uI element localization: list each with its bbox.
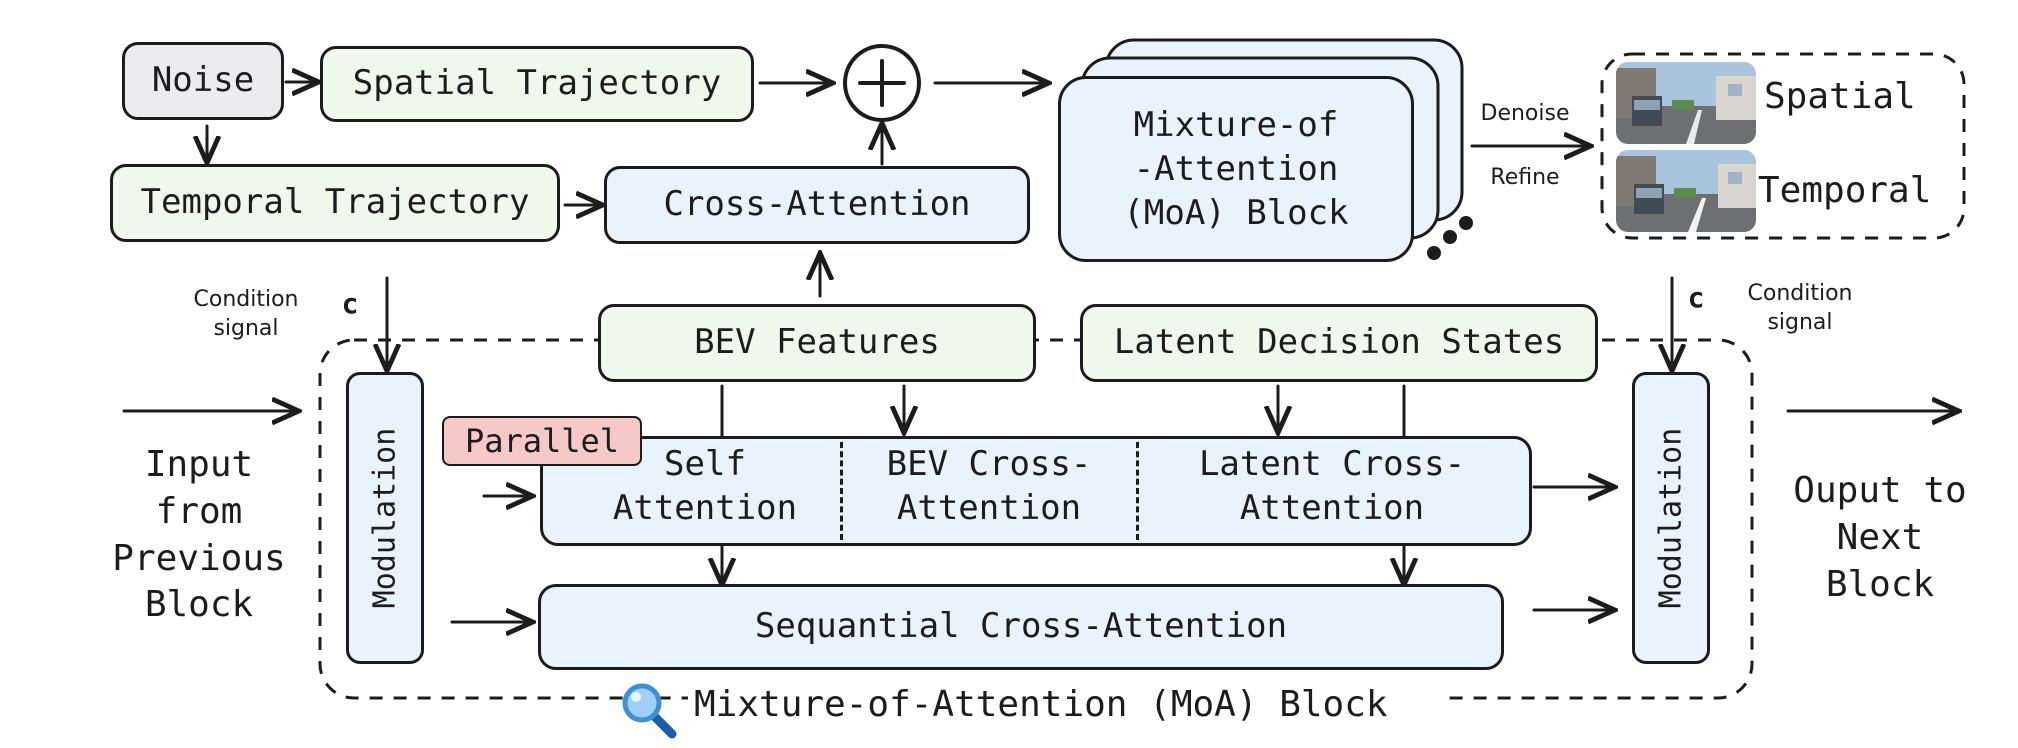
output-spatial-label: Spatial <box>1764 76 1916 117</box>
input-label: Input from Previous Block <box>112 444 286 626</box>
cross-attention-box: Cross-Attention <box>604 166 1030 244</box>
left-condition-symbol: c <box>341 287 359 320</box>
temporal-trajectory-box: Temporal Trajectory <box>110 164 560 242</box>
latent-decision-states-label: Latent Decision States <box>1113 322 1565 363</box>
ellipsis-dots-icon <box>1427 216 1473 260</box>
sequential-cross-attention-label: Sequantial Cross-Attention <box>754 606 1288 647</box>
right-condition-symbol: c <box>1687 281 1705 314</box>
self-attention-label: Self Attention <box>612 444 798 529</box>
spatial-output-image <box>1616 62 1756 144</box>
left-condition-label: Condition signal <box>193 287 299 341</box>
temporal-trajectory-label: Temporal Trajectory <box>140 182 530 223</box>
moa-block-outline <box>318 338 1754 700</box>
bev-features-label: BEV Features <box>694 322 940 363</box>
denoise-label: Denoise <box>1480 101 1570 126</box>
latent-decision-states-box: Latent Decision States <box>1080 304 1598 382</box>
plus-circle-icon <box>843 44 921 122</box>
bev-cross-attention-label: BEV Cross- Attention <box>886 444 1092 529</box>
magnifier-icon <box>622 683 677 739</box>
parallel-tag: Parallel <box>442 416 642 466</box>
right-modulation-label: Modulation <box>1653 427 1689 609</box>
refine-label: Refine <box>1490 165 1560 190</box>
sequential-cross-attention-box: Sequantial Cross-Attention <box>538 584 1504 670</box>
latent-cross-attention-label: Latent Cross- Attention <box>1198 444 1466 529</box>
noise-label: Noise <box>151 60 255 101</box>
spatial-trajectory-box: Spatial Trajectory <box>320 46 754 122</box>
moa-block-caption: Mixture-of-Attention (MoA) Block <box>688 682 1440 729</box>
left-modulation-box <box>346 372 424 664</box>
output-label: Ouput to Next Block <box>1793 470 1967 605</box>
moa-stack-front-box: Mixture-of -Attention (MoA) Block <box>1058 76 1414 262</box>
right-modulation-box <box>1632 372 1710 664</box>
left-modulation-label: Modulation <box>367 427 403 609</box>
parallel-tag-label: Parallel <box>464 421 620 460</box>
output-group-outline <box>1600 52 1966 240</box>
noise-box: Noise <box>122 42 284 120</box>
parallel-divider-2 <box>1136 442 1139 540</box>
output-temporal-label: Temporal <box>1758 170 1932 211</box>
right-condition-label: Condition signal <box>1747 281 1853 335</box>
parallel-divider-1 <box>840 442 843 540</box>
cross-attention-label: Cross-Attention <box>663 184 971 225</box>
temporal-output-image <box>1616 150 1756 232</box>
spatial-trajectory-label: Spatial Trajectory <box>352 63 722 104</box>
moa-stack-label: Mixture-of -Attention (MoA) Block <box>1123 104 1349 234</box>
parallel-attention-box <box>540 436 1532 546</box>
bev-features-box: BEV Features <box>598 304 1036 382</box>
